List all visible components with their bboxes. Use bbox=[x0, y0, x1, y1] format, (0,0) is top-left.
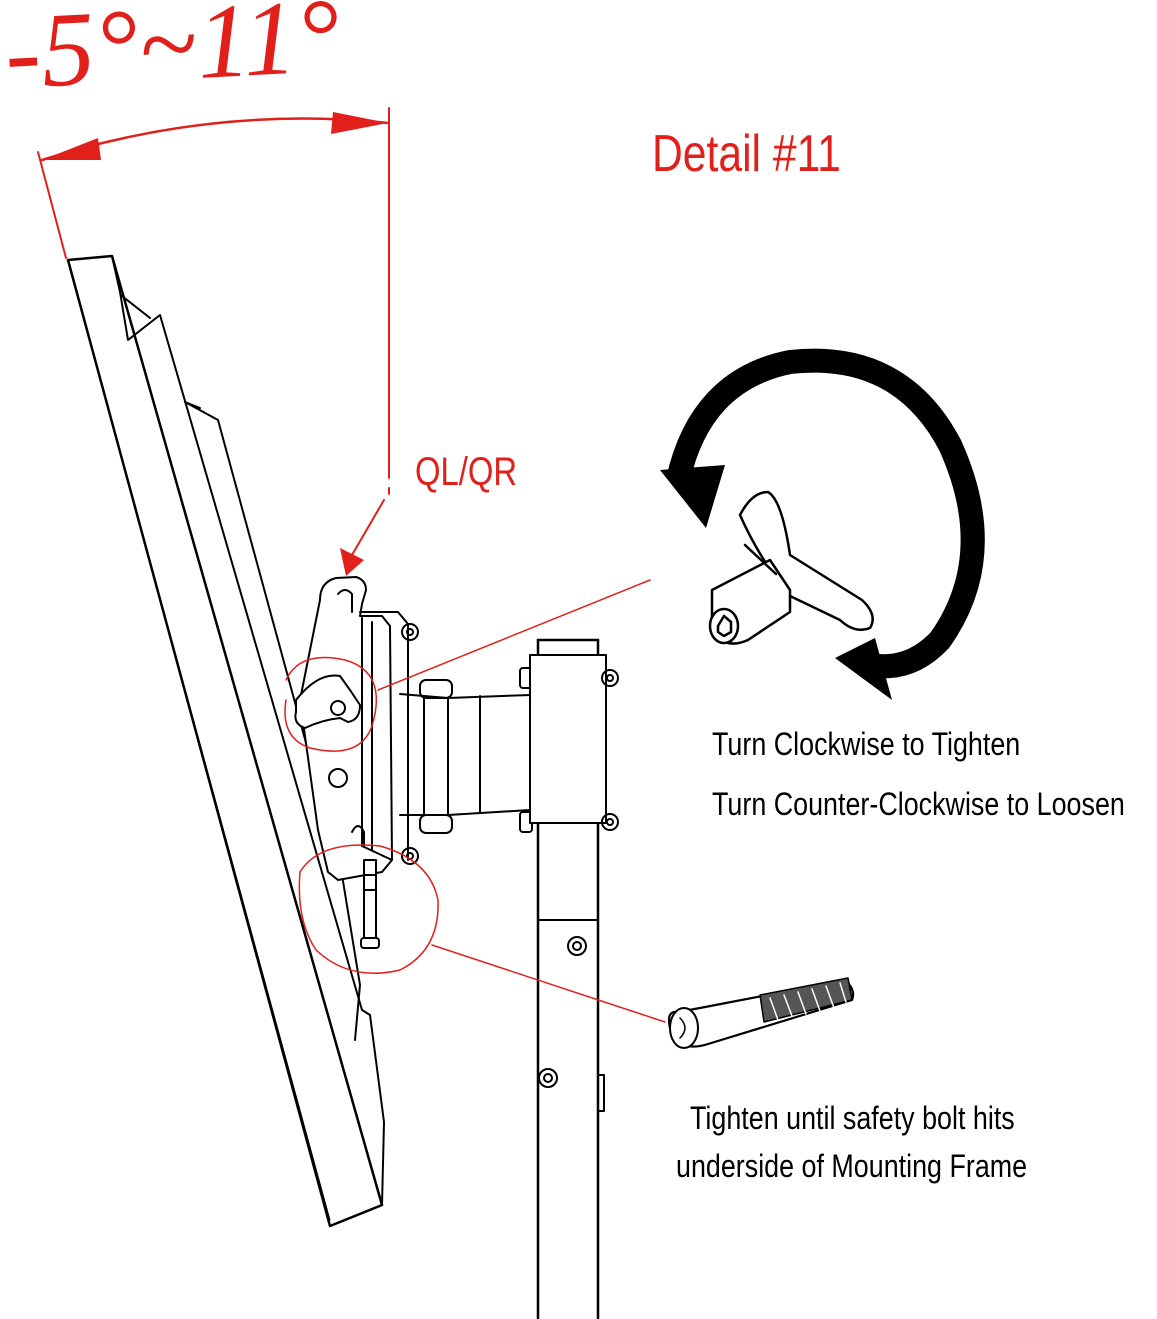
detail-title: Detail #11 bbox=[652, 125, 841, 183]
safety-bolt-instruction-line1: Tighten until safety bolt hits bbox=[690, 1100, 1015, 1136]
bracket-safety-bolt bbox=[360, 859, 380, 949]
safety-bolt-icon bbox=[667, 977, 855, 1049]
loosen-instruction: Turn Counter-Clockwise to Loosen bbox=[712, 786, 1125, 822]
post-hex-bolts bbox=[538, 669, 619, 1088]
stand-post bbox=[529, 638, 619, 1319]
t-handle-knob-icon bbox=[708, 490, 874, 645]
tv-panel bbox=[66, 254, 385, 1228]
tilt-range-label: -5°~11° bbox=[2, 0, 344, 111]
callout-marks bbox=[284, 499, 666, 1023]
tilt-angle-dimension bbox=[37, 107, 390, 495]
swivel-arm bbox=[399, 667, 533, 834]
bracket-hex-bolts bbox=[401, 623, 419, 865]
mounting-bracket bbox=[294, 576, 419, 949]
safety-bolt-instruction-line2: underside of Mounting Frame bbox=[676, 1148, 1028, 1184]
rotation-arrow-icon bbox=[660, 348, 985, 700]
part-reference-label: QL/QR bbox=[415, 450, 518, 494]
tighten-instruction: Turn Clockwise to Tighten bbox=[712, 726, 1021, 762]
